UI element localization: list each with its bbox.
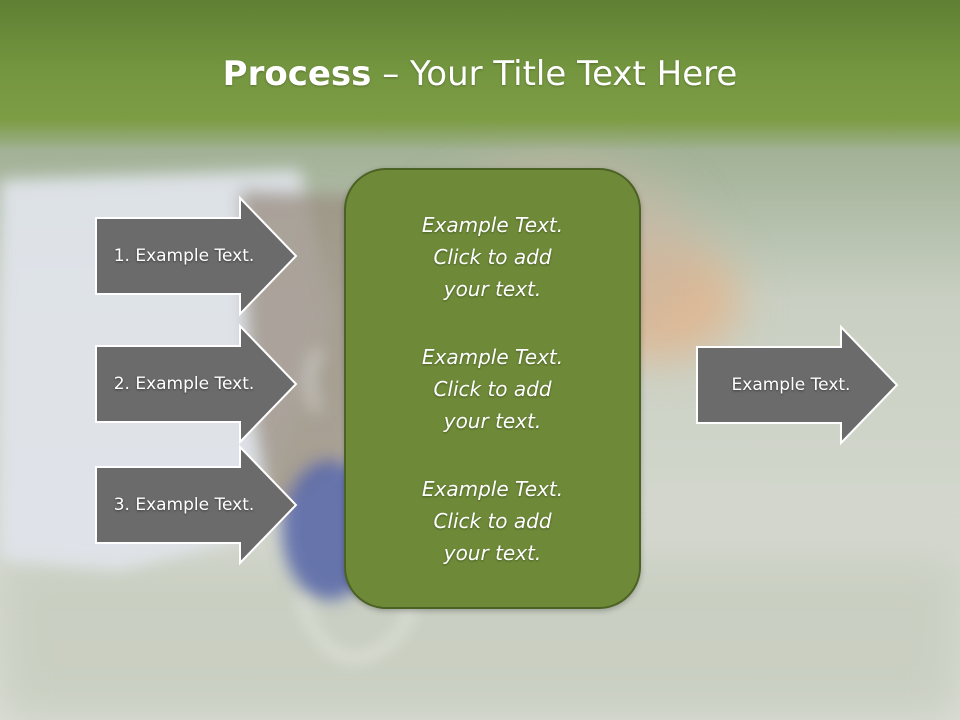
title-rest-text: Your Title Text Here bbox=[410, 54, 738, 94]
step-arrow-3[interactable]: 3. Example Text. bbox=[94, 444, 298, 566]
arrow-right-shape bbox=[95, 195, 298, 317]
arrow-right-shape bbox=[95, 323, 298, 445]
result-arrow[interactable]: Example Text. bbox=[695, 324, 899, 446]
step-arrow-1[interactable]: 1. Example Text. bbox=[94, 195, 298, 317]
step-arrow-label: 3. Example Text. bbox=[113, 495, 255, 515]
title-separator: – bbox=[371, 54, 411, 94]
arrow-right-shape bbox=[696, 324, 899, 446]
center-paragraph-1[interactable]: Example Text. Click to add your text. bbox=[421, 212, 564, 301]
slide-title[interactable]: Process – Your Title Text Here bbox=[0, 52, 960, 96]
title-bold-text: Process bbox=[222, 54, 372, 94]
step-arrow-label: 2. Example Text. bbox=[113, 374, 255, 394]
center-text-box[interactable]: Example Text. Click to add your text. Ex… bbox=[344, 168, 641, 609]
step-arrow-label: 1. Example Text. bbox=[113, 246, 255, 266]
center-paragraph-3[interactable]: Example Text. Click to add your text. bbox=[421, 476, 564, 565]
arrow-right-shape bbox=[95, 444, 298, 566]
center-paragraph-2[interactable]: Example Text. Click to add your text. bbox=[421, 344, 564, 433]
result-arrow-label: Example Text. bbox=[731, 375, 851, 395]
title-band bbox=[0, 0, 960, 150]
step-arrow-2[interactable]: 2. Example Text. bbox=[94, 323, 298, 445]
